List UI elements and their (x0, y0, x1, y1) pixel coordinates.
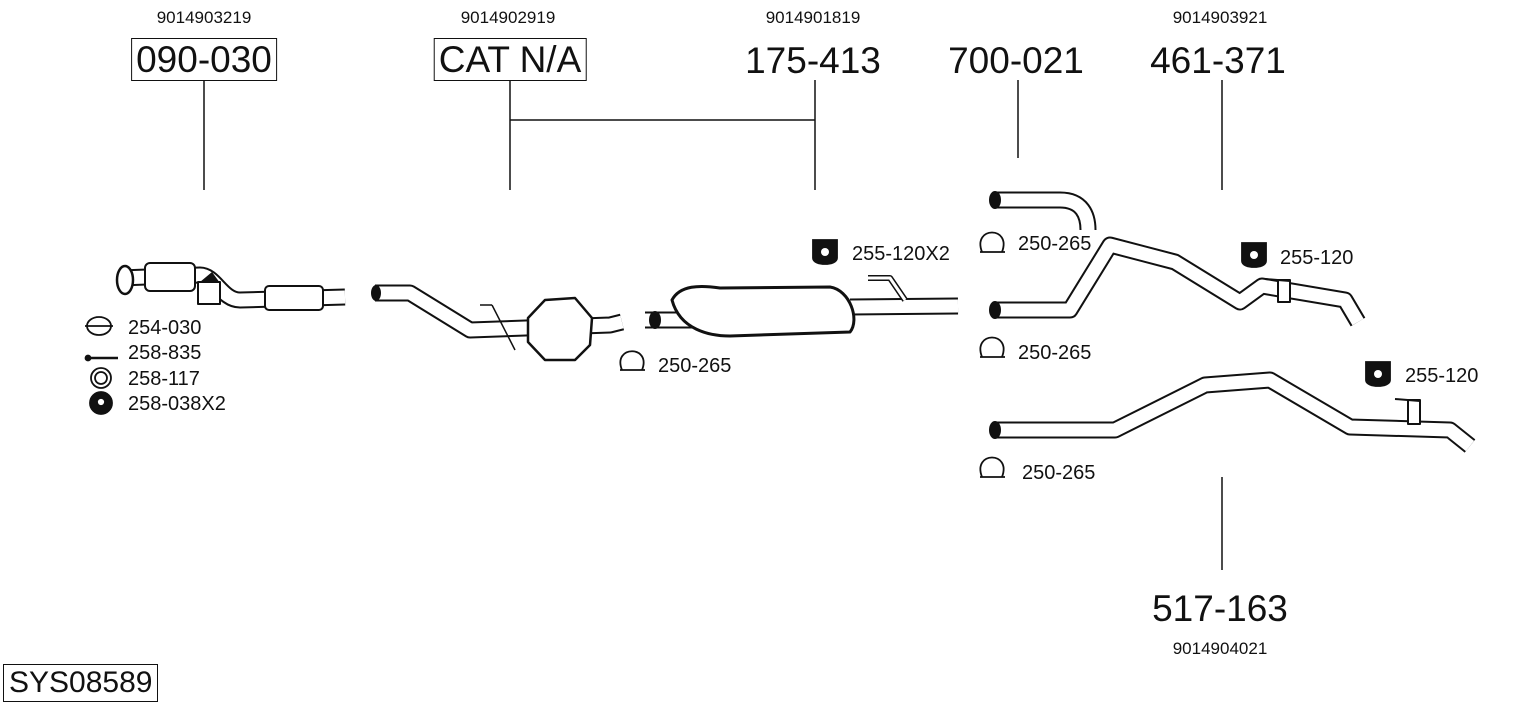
accessory-label: 250-265 (1022, 462, 1096, 484)
accessory-label: 255-120X2 (852, 243, 950, 265)
clamp-icon (979, 336, 1005, 358)
accessory-label: 258-835 (128, 342, 202, 364)
leader-lines (203, 80, 1223, 570)
tailpipe-700-021 (995, 191, 1097, 231)
part-number: 175-413 (745, 40, 881, 81)
accessory-label: 250-265 (1018, 342, 1092, 364)
tailpipe-461-371 (995, 236, 1366, 327)
accessory-icons (84, 231, 1391, 478)
hanger-icon (1365, 361, 1391, 387)
accessory-label: 255-120 (1405, 365, 1479, 387)
oe-number: 9014903219 (156, 8, 252, 27)
oe-number: 9014902919 (460, 8, 556, 27)
front-pipe-090-030 (115, 262, 346, 311)
hanger-icon (1241, 242, 1267, 268)
pipes (115, 191, 1476, 453)
nut-icon (89, 391, 113, 415)
cat-pipe (371, 284, 625, 362)
washer-icon (90, 367, 112, 389)
tailpipe-517-163 (995, 371, 1476, 453)
pipe-ends (649, 191, 1001, 439)
accessory-label: 250-265 (658, 355, 732, 377)
oe-number: 9014901819 (765, 8, 861, 27)
clamp-icon (979, 231, 1005, 253)
part-number: 461-371 (1150, 40, 1286, 81)
accessory-label: 255-120 (1280, 247, 1354, 269)
accessory-label: 258-117 (128, 368, 200, 390)
clamp-icon (85, 316, 113, 336)
accessory-label: 250-265 (1018, 233, 1092, 255)
part-number: CAT N/A (433, 38, 587, 81)
oe-number: 9014904021 (1172, 639, 1268, 658)
bolt-icon (84, 354, 118, 362)
accessory-label: 254-030 (128, 317, 202, 339)
clamp-icon (619, 350, 645, 371)
middle-muffler-175-413 (645, 275, 959, 338)
accessory-label: 258-038X2 (128, 393, 226, 415)
clamp-icon (979, 456, 1005, 478)
part-number: 517-163 (1152, 588, 1288, 629)
part-number: 090-030 (131, 38, 277, 81)
system-id: SYS08589 (3, 664, 159, 702)
oe-number: 9014903921 (1172, 8, 1268, 27)
hanger-icon (812, 239, 838, 265)
part-number: 700-021 (948, 40, 1084, 81)
